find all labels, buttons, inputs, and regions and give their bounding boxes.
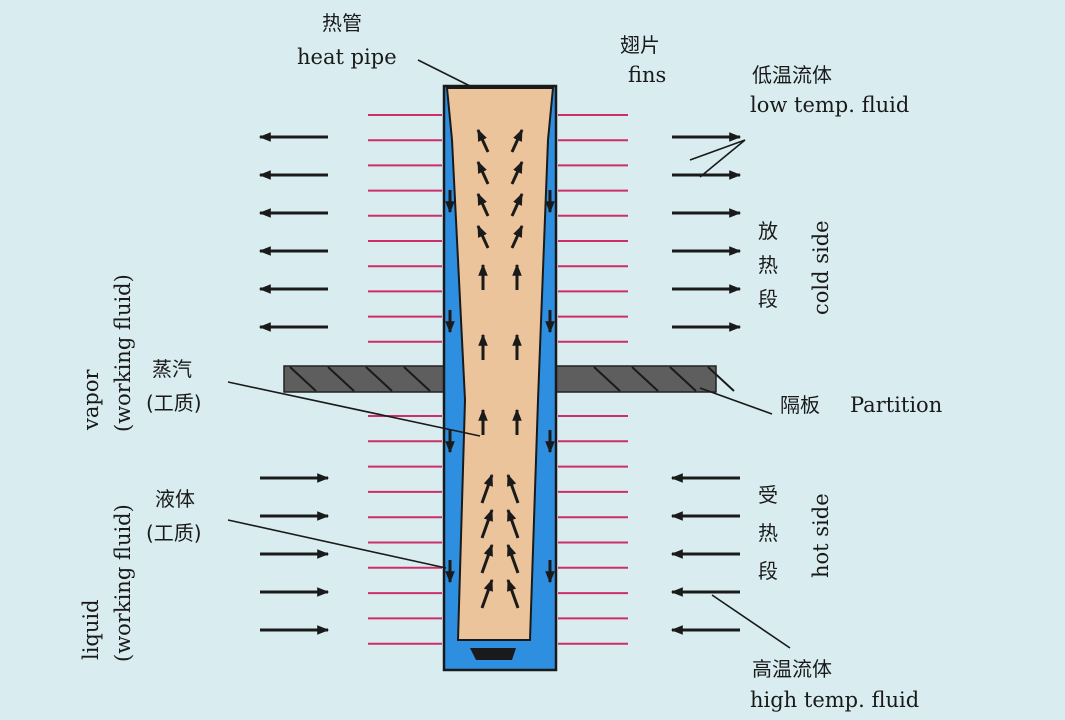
vapor-arrow — [510, 224, 524, 249]
heat-pipe-en-label: heat pipe — [297, 45, 397, 69]
vapor-cn-label: 蒸汽 — [152, 357, 192, 381]
vapor-arrow — [510, 128, 524, 153]
partition-hatch — [365, 366, 393, 392]
liquid-en-label: liquid — [79, 599, 103, 660]
partition-hatch — [631, 366, 659, 392]
vapor-arrow — [510, 160, 524, 185]
high-temp-en-label: high temp. fluid — [750, 688, 919, 712]
liquid-working-fluid-label: (working fluid) — [111, 504, 135, 662]
vapor-working-fluid-label: (working fluid) — [111, 274, 135, 432]
vapor-cn-label-2: (工质) — [146, 391, 202, 415]
hot-side-cn-1: 受 — [758, 483, 778, 507]
heat-pipe — [442, 84, 558, 672]
partition-en-label: Partition — [850, 393, 942, 417]
liquid-pool — [470, 648, 516, 660]
vapor-arrow — [506, 473, 520, 504]
fins-group — [368, 114, 628, 645]
vapor-arrow — [476, 160, 490, 185]
partition-hatch — [403, 366, 431, 392]
leader-lines — [227, 59, 791, 649]
vapor-arrow — [480, 578, 494, 609]
high-temp-cn-label: 高温流体 — [752, 657, 832, 681]
cold-side-cn-2: 热 — [758, 253, 778, 277]
liquid-cn-label: 液体 — [155, 487, 195, 511]
vapor-arrow — [506, 578, 520, 609]
vapor-arrow — [476, 224, 490, 249]
fins-cn-label: 翅片 — [620, 33, 660, 57]
vapor-arrow — [476, 192, 490, 217]
partition-hatch — [669, 366, 697, 392]
low-temp-en-label: low temp. fluid — [750, 93, 909, 117]
fluid-flow-arrows — [258, 132, 742, 635]
fins-en-label: fins — [628, 63, 666, 87]
partition-hatch — [289, 366, 317, 392]
vapor-arrow — [480, 473, 494, 504]
vapor-arrow — [510, 192, 524, 217]
vapor-arrow — [480, 508, 494, 539]
liquid-cn-label-2: (工质) — [146, 521, 202, 545]
hot-side-cn-2: 热 — [758, 521, 778, 545]
vapor-core — [445, 87, 555, 641]
low-temp-cn-label: 低温流体 — [752, 63, 832, 87]
partition-hatch — [327, 366, 355, 392]
vapor-arrow — [506, 543, 520, 574]
partition-hatch — [707, 366, 735, 392]
partition-hatch — [593, 366, 621, 392]
cold-side-cn-1: 放 — [758, 219, 778, 243]
heat-pipe-cn-label: 热管 — [322, 11, 362, 35]
hot-side-en-label: hot side — [809, 493, 833, 578]
vapor-arrow — [506, 508, 520, 539]
cold-side-cn-3: 段 — [758, 287, 778, 311]
vapor-arrow — [480, 543, 494, 574]
cold-side-en-label: cold side — [809, 220, 833, 315]
partition-cn-label: 隔板 — [780, 393, 820, 417]
hot-side-cn-3: 段 — [758, 559, 778, 583]
vapor-arrow — [476, 128, 490, 153]
vapor-en-label: vapor — [79, 369, 103, 431]
